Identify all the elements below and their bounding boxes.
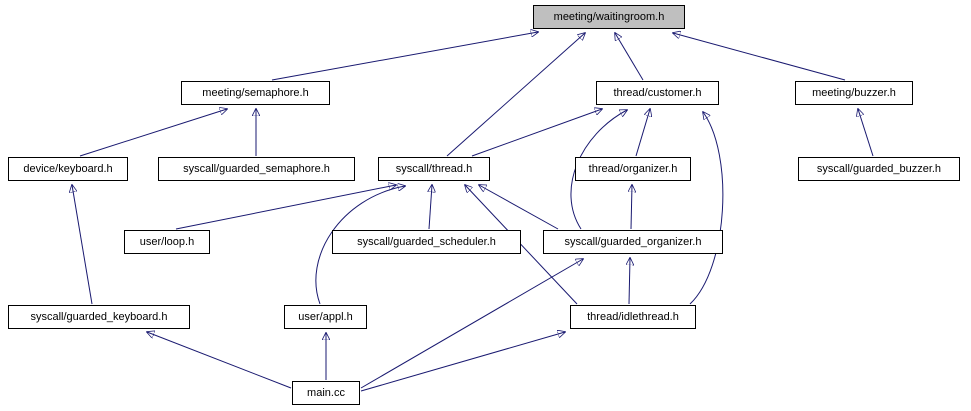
- node-user-appl-h[interactable]: user/appl.h: [284, 305, 367, 329]
- edge-guarded-keyboard-to-keyboard: [72, 185, 93, 305]
- node-thread-customer-h[interactable]: thread/customer.h: [596, 81, 719, 105]
- edge-guarded-organizer-to-organizer: [631, 185, 632, 230]
- edge-appl-to-thread: [315, 186, 405, 305]
- node-meeting-buzzer-h[interactable]: meeting/buzzer.h: [795, 81, 913, 105]
- edge-semaphore-to-waitingroom: [271, 32, 538, 81]
- node-syscall-guarded-keyboard-h[interactable]: syscall/guarded_keyboard.h: [8, 305, 190, 329]
- edge-guarded-buzzer-to-buzzer: [858, 109, 874, 157]
- node-syscall-thread-h[interactable]: syscall/thread.h: [378, 157, 490, 181]
- edge-customer-to-waitingroom: [615, 33, 644, 81]
- edge-main-to-guarded-organizer: [360, 259, 583, 389]
- edge-thread-to-customer: [471, 109, 602, 157]
- edge-thread-to-waitingroom: [446, 33, 585, 157]
- node-syscall-guarded-organizer-h[interactable]: syscall/guarded_organizer.h: [543, 230, 723, 254]
- node-thread-organizer-h[interactable]: thread/organizer.h: [575, 157, 691, 181]
- edge-loop-to-thread: [175, 185, 396, 230]
- edge-main-to-idlethread: [360, 332, 565, 392]
- edge-idlethread-to-thread: [465, 185, 578, 305]
- node-meeting-semaphore-h[interactable]: meeting/semaphore.h: [181, 81, 330, 105]
- node-syscall-guarded-semaphore-h[interactable]: syscall/guarded_semaphore.h: [158, 157, 355, 181]
- node-user-loop-h[interactable]: user/loop.h: [124, 230, 210, 254]
- edge-guarded-organizer-to-thread: [479, 185, 559, 230]
- node-syscall-guarded-buzzer-h[interactable]: syscall/guarded_buzzer.h: [798, 157, 960, 181]
- edge-keyboard-to-semaphore: [79, 109, 227, 157]
- edge-buzzer-to-waitingroom: [673, 33, 846, 81]
- edge-organizer-to-customer: [635, 109, 650, 157]
- node-main-cc[interactable]: main.cc: [292, 381, 360, 405]
- edge-guarded-scheduler-to-thread: [429, 185, 432, 230]
- node-device-keyboard-h[interactable]: device/keyboard.h: [8, 157, 128, 181]
- node-thread-idlethread-h[interactable]: thread/idlethread.h: [570, 305, 696, 329]
- edge-main-to-guarded-keyboard: [147, 332, 292, 389]
- node-syscall-guarded-scheduler-h[interactable]: syscall/guarded_scheduler.h: [332, 230, 521, 254]
- edge-idlethread-to-guarded-organizer: [629, 258, 630, 305]
- edge-idlethread-to-customer: [689, 112, 724, 305]
- node-meeting-waitingroom-h: meeting/waitingroom.h: [533, 5, 685, 29]
